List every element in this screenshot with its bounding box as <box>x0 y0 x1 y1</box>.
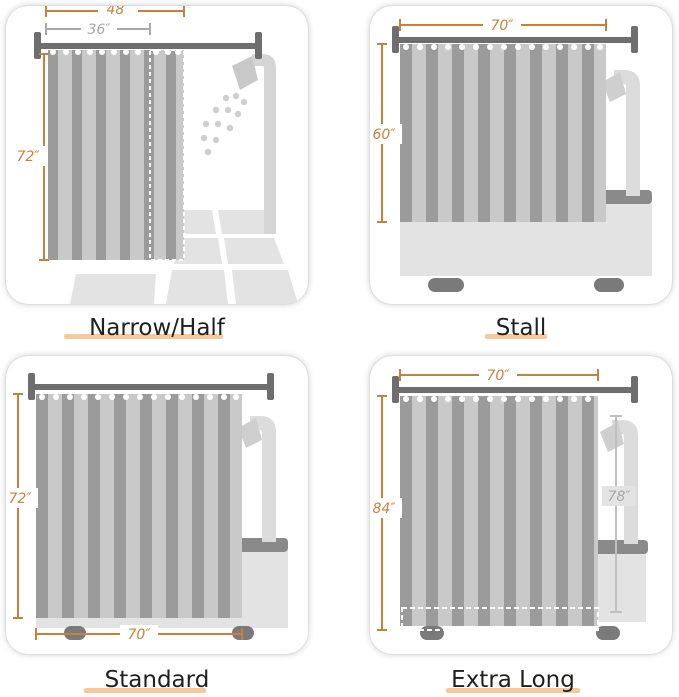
dimension-inner-height <box>610 415 622 613</box>
curtain-rod <box>34 32 262 59</box>
curtain <box>48 49 185 261</box>
inner-width-label: 36″ <box>87 22 111 38</box>
height-label: 72″ <box>8 491 32 507</box>
caption-underline-standard <box>84 688 206 693</box>
narrow-half-illustration: 48″ 36″ 72″ <box>10 6 298 304</box>
tile-extra-long: 70″ 84″ 78″ <box>370 356 672 654</box>
tile-stall: 70″ 60″ <box>370 6 672 304</box>
width-label: 70″ <box>490 18 514 34</box>
caption-narrow-half: Narrow/Half <box>89 315 225 341</box>
height-label: 84″ <box>372 501 396 517</box>
caption-stall: Stall <box>495 315 547 341</box>
tile-narrow-half: 48″ 36″ 72″ <box>6 6 308 304</box>
extra-long-illustration: 70″ 84″ 78″ <box>370 366 648 640</box>
inner-height-label: 78″ <box>607 489 631 505</box>
curtain <box>400 396 599 631</box>
shower-fixture <box>602 70 640 196</box>
tile-standard: 70″ 72″ <box>6 356 308 654</box>
width-label: 48″ <box>106 6 130 18</box>
stall-illustration: 70″ 60″ <box>370 16 652 292</box>
shower-fixture <box>238 416 276 542</box>
shower-fixture <box>600 420 638 544</box>
height-label: 60″ <box>372 127 396 143</box>
standard-illustration: 70″ 72″ <box>6 373 288 643</box>
curtain <box>36 394 242 618</box>
caption-extra-long: Extra Long <box>451 667 575 693</box>
curtain <box>400 44 606 222</box>
width-label: 70″ <box>486 368 510 384</box>
caption-underline-extra-long <box>446 688 580 693</box>
curtain-rod <box>28 373 274 400</box>
curtain-rod <box>392 376 638 403</box>
curtain-rod <box>392 26 638 53</box>
floor-tiles <box>70 210 298 304</box>
caption-underline-stall <box>485 334 547 339</box>
height-label: 72″ <box>16 149 40 165</box>
width-label: 70″ <box>127 627 151 643</box>
caption-underline-narrow-half <box>64 334 223 339</box>
caption-standard: Standard <box>104 667 210 693</box>
shower-fixture <box>200 54 276 234</box>
